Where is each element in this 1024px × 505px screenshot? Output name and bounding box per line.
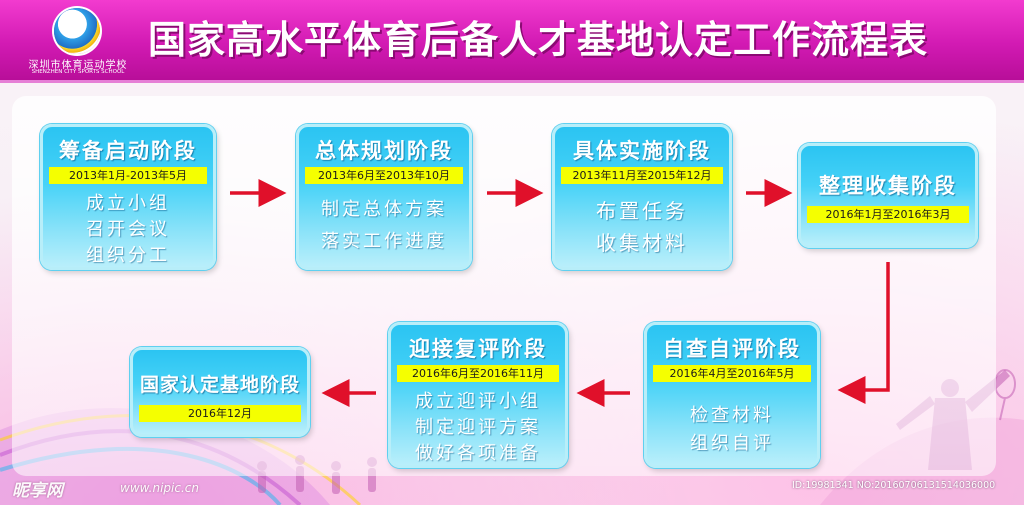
stage-item: 成立小组 (86, 193, 170, 214)
arrow-4-5 (837, 262, 890, 404)
stage-date: 2013年11月至2015年12月 (561, 167, 723, 184)
stage-box-2: 总体规划阶段 2013年6月至2013年10月 制定总体方案 落实工作进度 (296, 124, 472, 270)
header-banner: 深圳市体育运动学校 SHENZHEN CITY SPORTS SCHOOL 国家… (0, 0, 1024, 83)
stage-title: 迎接复评阶段 (409, 337, 547, 361)
watermark-id: ID:19981341 NO:20160706131514036000 (792, 480, 996, 491)
stage-title: 总体规划阶段 (315, 139, 453, 163)
stage-item: 召开会议 (86, 219, 170, 240)
stage-item: 布置任务 (596, 199, 688, 223)
stage-box-7: 国家认定基地阶段 2016年12月 (130, 347, 310, 437)
stage-title: 筹备启动阶段 (59, 139, 197, 163)
stage-title: 国家认定基地阶段 (139, 374, 300, 396)
stage-box-4: 整理收集阶段 2016年1月至2016年3月 (798, 143, 978, 248)
stage-item: 收集材料 (596, 231, 688, 255)
stage-item: 成立迎评小组 (415, 391, 541, 412)
stage-box-1: 筹备启动阶段 2013年1月-2013年5月 成立小组 召开会议 组织分工 (40, 124, 216, 270)
stage-date: 2016年12月 (139, 405, 301, 422)
stage-date: 2016年6月至2016年11月 (397, 365, 559, 382)
stage-title: 具体实施阶段 (573, 139, 711, 163)
watermark-site-url: www.nipic.cn (120, 481, 199, 495)
stage-date: 2016年1月至2016年3月 (807, 206, 969, 223)
stage-item: 制定迎评方案 (415, 417, 541, 438)
watermark-site-name: 昵享网 (12, 481, 63, 501)
stage-box-5: 自查自评阶段 2016年4月至2016年5月 检查材料 组织自评 (644, 322, 820, 468)
logo-name-cn: 深圳市体育运动学校 (28, 60, 128, 71)
stage-title: 整理收集阶段 (819, 174, 957, 198)
logo-name-en: SHENZHEN CITY SPORTS SCHOOL (31, 69, 125, 75)
page-title: 国家高水平体育后备人才基地认定工作流程表 (148, 17, 929, 62)
school-emblem-icon (54, 8, 100, 54)
stage-item: 制定总体方案 (321, 199, 447, 220)
stage-date: 2013年1月-2013年5月 (49, 167, 207, 184)
stage-date: 2016年4月至2016年5月 (653, 365, 811, 382)
school-logo: 深圳市体育运动学校 SHENZHEN CITY SPORTS SCHOOL (18, 6, 138, 76)
stage-box-3: 具体实施阶段 2013年11月至2015年12月 布置任务 收集材料 (552, 124, 732, 270)
stage-item: 检查材料 (690, 405, 774, 426)
stage-box-6: 迎接复评阶段 2016年6月至2016年11月 成立迎评小组 制定迎评方案 做好… (388, 322, 568, 468)
stage-item: 做好各项准备 (415, 443, 541, 464)
stage-item: 组织自评 (690, 433, 774, 454)
stage-title: 自查自评阶段 (663, 337, 801, 361)
stage-date: 2013年6月至2013年10月 (305, 167, 463, 184)
stage-item: 落实工作进度 (321, 231, 447, 252)
stage-item: 组织分工 (86, 245, 170, 266)
